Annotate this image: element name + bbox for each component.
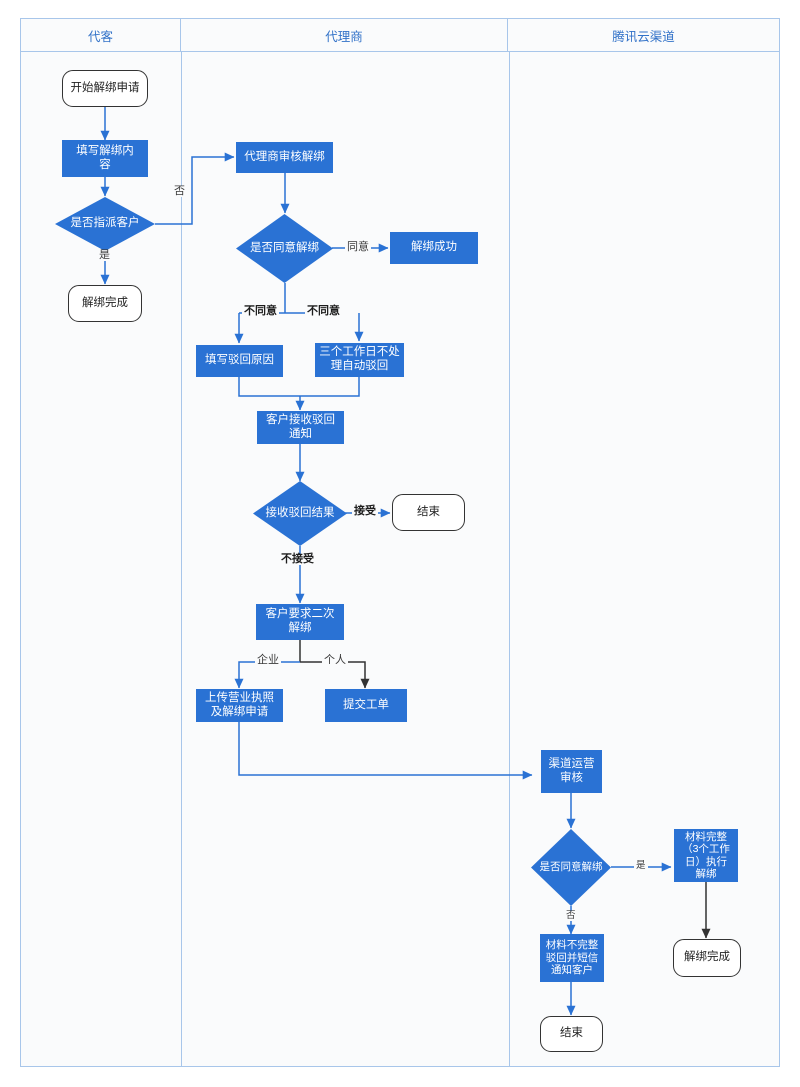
edge-label-personal: 个人 xyxy=(322,654,348,666)
node-start-apply[interactable]: 开始解绑申请 xyxy=(62,70,148,107)
edge-label-yes-assign: 是 xyxy=(97,249,112,261)
edge-label-enterprise: 企业 xyxy=(255,654,281,666)
node-fill-unbind-content[interactable]: 填写解绑内 容 xyxy=(62,140,148,177)
edge-label-accept: 接受 xyxy=(352,505,378,517)
node-agree-unbind-decision-label: 是否同意解绑 xyxy=(250,241,319,254)
node-upload-license[interactable]: 上传营业执照 及解绑申请 xyxy=(196,689,283,722)
node-material-incomplete[interactable]: 材料不完整 驳回并短信 通知客户 xyxy=(540,934,604,982)
lane-header-tencent: 腾讯云渠道 xyxy=(612,29,675,44)
node-auto-reject-3days[interactable]: 三个工作日不处 理自动驳回 xyxy=(315,343,404,377)
edge-label-no-assign: 否 xyxy=(172,185,187,197)
node-receive-reject-result-label: 接收驳回结果 xyxy=(265,506,335,519)
lane-header-customer: 代客 xyxy=(21,19,181,51)
edge-label-agree: 同意 xyxy=(345,241,371,253)
node-material-complete[interactable]: 材料完整 （3个工作 日）执行 解绑 xyxy=(674,829,738,882)
node-agree-unbind-decision-2[interactable]: 是否同意解绑 xyxy=(531,829,611,906)
node-agree-unbind-decision[interactable]: 是否同意解绑 xyxy=(236,214,333,283)
node-receive-reject-result[interactable]: 接收驳回结果 xyxy=(253,481,347,546)
lane-header-agent: 代理商 xyxy=(181,19,508,51)
node-unbind-success[interactable]: 解绑成功 xyxy=(390,232,478,264)
lane-divider-2 xyxy=(509,52,510,1066)
node-assign-customer-decision[interactable]: 是否指派客户 xyxy=(55,197,155,251)
node-assign-customer-decision-label: 是否指派客户 xyxy=(70,217,140,230)
swimlane-header-row: 代客 代理商 腾讯云渠道 xyxy=(21,19,779,52)
edge-label-yes-material: 是 xyxy=(634,860,648,871)
node-end-agent[interactable]: 结束 xyxy=(392,494,465,531)
edge-label-no-material: 否 xyxy=(564,910,578,921)
edge-label-disagree-left: 不同意 xyxy=(242,305,279,317)
node-end-tencent[interactable]: 结束 xyxy=(540,1016,603,1052)
node-channel-ops-review[interactable]: 渠道运营 审核 xyxy=(541,750,602,793)
node-unbind-done-left[interactable]: 解绑完成 xyxy=(68,285,142,322)
node-customer-second-unbind[interactable]: 客户要求二次 解绑 xyxy=(256,604,344,640)
node-submit-ticket[interactable]: 提交工单 xyxy=(325,689,407,722)
lane-divider-1 xyxy=(181,52,182,1066)
swimlane-table: 代客 代理商 腾讯云渠道 xyxy=(20,18,780,1067)
node-unbind-done-right[interactable]: 解绑完成 xyxy=(673,939,741,977)
node-customer-receive-reject[interactable]: 客户接收驳回 通知 xyxy=(257,411,344,444)
node-fill-reject-reason[interactable]: 填写驳回原因 xyxy=(196,345,283,377)
node-agree-unbind-decision-2-label: 是否同意解绑 xyxy=(539,861,603,874)
edge-label-disagree-right: 不同意 xyxy=(305,305,342,317)
node-agent-review[interactable]: 代理商审核解绑 xyxy=(236,142,333,173)
edge-label-not-accept: 不接受 xyxy=(279,553,316,565)
